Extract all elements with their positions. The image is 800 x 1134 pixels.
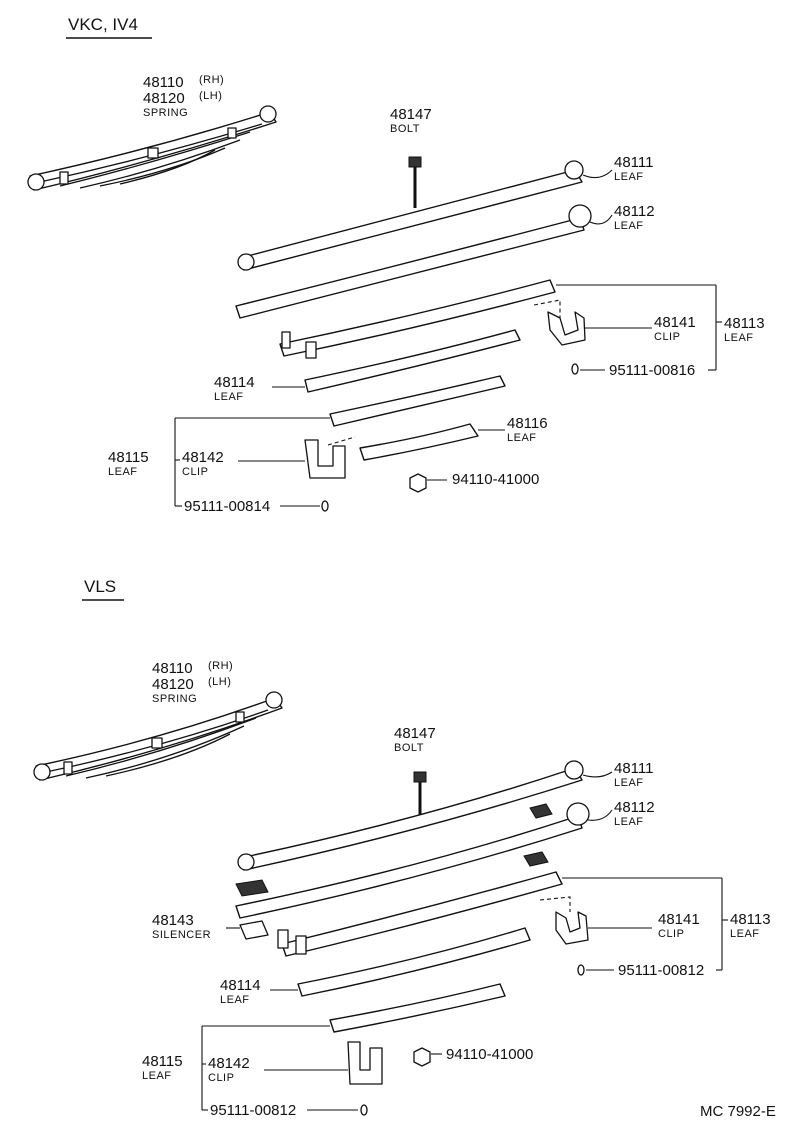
clip-48142-name: CLIP <box>208 1072 234 1084</box>
spring-name: SPRING <box>152 693 197 705</box>
rivet-95111-00814-drawing <box>321 500 329 512</box>
leaf-48113-part-number: 48113 <box>724 315 765 332</box>
spring-assembly-drawing <box>33 691 283 781</box>
diagram-code: MC 7992-E <box>700 1103 776 1120</box>
spring-lh-part-number: 48120 <box>152 676 194 693</box>
rivet-95111-00816-drawing <box>571 363 579 375</box>
leaf-48111-part-number: 48111 <box>614 760 654 777</box>
spring-name: SPRING <box>143 107 188 119</box>
rivet-95111-00814-part-number: 95111-00814 <box>184 498 270 515</box>
leaf-48114-part-number: 48114 <box>214 374 255 391</box>
bolt-part-number: 48147 <box>394 725 436 742</box>
leaf-48116-drawing <box>359 423 479 461</box>
leaf-48115-part-number: 48115 <box>142 1053 183 1070</box>
clip-48142-drawing <box>347 1041 383 1085</box>
rivet-95111-00812-a-drawing <box>577 964 585 976</box>
rivet-95111-00812-b-part-number: 95111-00812 <box>210 1102 296 1119</box>
section-upper: VKC, IV4 48110 (RH) 48120 (LH) SPRING 48… <box>27 15 765 515</box>
leaf-48111-drawing <box>239 169 583 271</box>
clip-48141-drawing <box>555 911 589 945</box>
clip-48141-drawing <box>547 311 586 346</box>
spring-lh-part-number: 48120 <box>143 90 185 107</box>
leaf-48115-drawing <box>329 983 506 1033</box>
leaf-48112-name: LEAF <box>614 816 644 828</box>
leaf-48111-drawing <box>239 767 583 871</box>
leaf-48114-part-number: 48114 <box>220 977 261 994</box>
spring-rh-label: (RH) <box>208 660 233 672</box>
leaf-48115-drawing <box>329 375 506 427</box>
nut-94110-41000-part-number: 94110-41000 <box>452 471 539 488</box>
bolt-48147-drawing <box>408 156 422 208</box>
leaf-48112-drawing <box>235 815 583 919</box>
spring-rh-part-number: 48110 <box>152 660 193 677</box>
bolt-part-number: 48147 <box>390 106 432 123</box>
spring-lh-label: (LH) <box>199 90 222 102</box>
rivet-95111-00816-part-number: 95111-00816 <box>609 362 695 379</box>
section-title-vkc-iv4: VKC, IV4 <box>68 15 138 34</box>
leaf-48113-name: LEAF <box>724 332 754 344</box>
clip-48142-part-number: 48142 <box>182 449 224 466</box>
clip-48141-part-number: 48141 <box>658 911 700 928</box>
leaf-48114-drawing <box>297 927 531 997</box>
leaf-48112-name: LEAF <box>614 220 644 232</box>
rivet-95111-00812-b-drawing <box>360 1104 368 1116</box>
silencer-48143-part-number: 48143 <box>152 912 194 929</box>
nut-94110-41000-part-number: 94110-41000 <box>446 1046 533 1063</box>
spring-rh-part-number: 48110 <box>143 74 184 91</box>
spring-lh-label: (LH) <box>208 676 231 688</box>
leaf-48113-name: LEAF <box>730 928 760 940</box>
leaf-48111-part-number: 48111 <box>614 154 654 171</box>
leaf-48112-part-number: 48112 <box>614 203 655 220</box>
leaf-48115-part-number: 48115 <box>108 449 149 466</box>
section-title-vls: VLS <box>84 577 116 596</box>
silencer-48143-drawing <box>239 920 269 940</box>
clip-48142-part-number: 48142 <box>208 1055 250 1072</box>
silencer-48143-name: SILENCER <box>152 929 211 941</box>
nut-94110-41000-drawing <box>413 1047 431 1067</box>
leaf-48113-part-number: 48113 <box>730 911 771 928</box>
leaf-48113-drawing <box>279 279 556 357</box>
clip-48141-name: CLIP <box>654 331 680 343</box>
rivet-95111-00812-a-part-number: 95111-00812 <box>618 962 704 979</box>
clip-48141-name: CLIP <box>658 928 684 940</box>
nut-94110-41000-drawing <box>409 473 427 493</box>
bolt-48147-drawing <box>413 771 427 815</box>
leaf-48114-name: LEAF <box>214 391 244 403</box>
section-lower: VLS 48110 (RH) 48120 (LH) SPRING 48147 B… <box>33 577 776 1120</box>
leaf-48111-name: LEAF <box>614 777 644 789</box>
clip-48142-drawing <box>304 439 346 479</box>
leaf-48113-drawing <box>281 871 563 957</box>
bolt-name: BOLT <box>394 742 424 754</box>
leaf-48114-drawing <box>304 329 521 393</box>
leaf-48111-name: LEAF <box>614 171 644 183</box>
clip-48142-name: CLIP <box>182 466 208 478</box>
leaf-48115-name: LEAF <box>142 1070 172 1082</box>
leaf-48112-drawing <box>235 217 585 319</box>
leaf-48116-part-number: 48116 <box>507 415 548 432</box>
clip-48141-part-number: 48141 <box>654 314 696 331</box>
spring-rh-label: (RH) <box>199 74 224 86</box>
spring-assembly-drawing <box>27 105 277 191</box>
leaf-48115-name: LEAF <box>108 466 138 478</box>
leaf-48112-part-number: 48112 <box>614 799 655 816</box>
leaf-48116-name: LEAF <box>507 432 537 444</box>
bolt-name: BOLT <box>390 123 420 135</box>
leaf-48114-name: LEAF <box>220 994 250 1006</box>
